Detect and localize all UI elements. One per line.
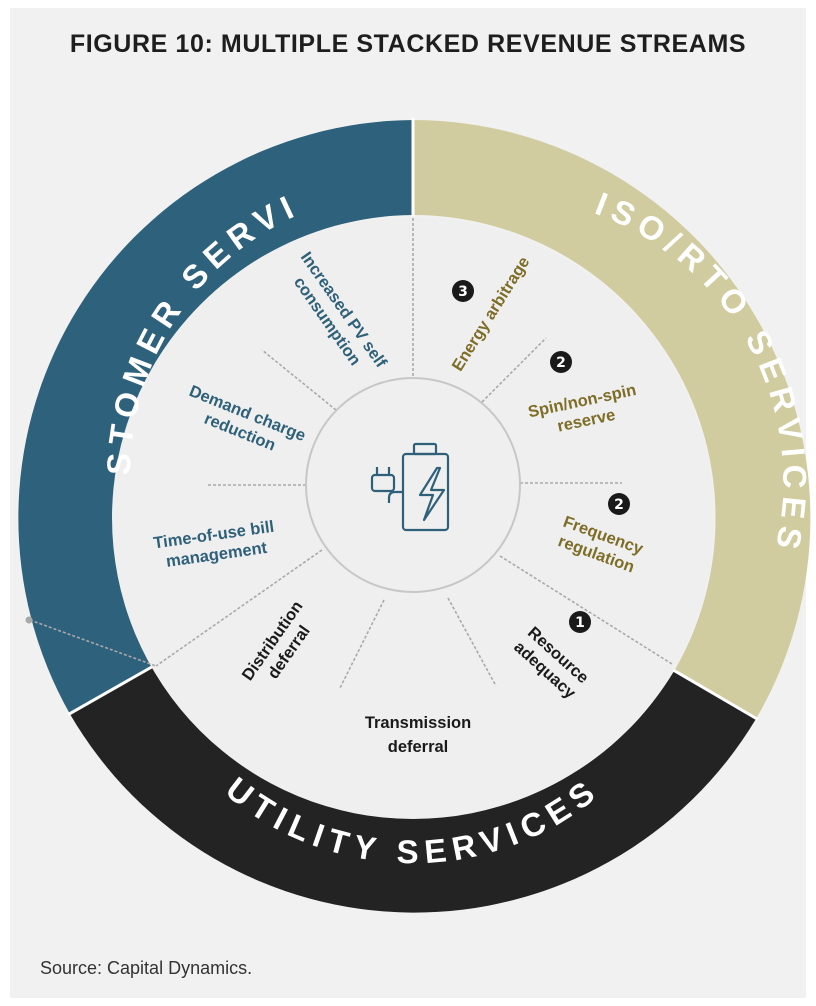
svg-text:2: 2 bbox=[556, 355, 566, 371]
service-transmission-deferral: Transmission deferral bbox=[365, 714, 471, 756]
divider-end-dot bbox=[25, 616, 33, 624]
badge-frequency-regulation: 2 bbox=[608, 493, 630, 515]
center-circle bbox=[305, 377, 521, 593]
svg-text:1: 1 bbox=[575, 615, 585, 631]
svg-text:2: 2 bbox=[614, 497, 624, 513]
svg-text:3: 3 bbox=[458, 284, 468, 300]
badge-energy-arbitrage: 3 bbox=[452, 280, 474, 302]
battery-plug-icon bbox=[370, 442, 450, 532]
ring-segment-utility bbox=[69, 667, 757, 913]
svg-text:deferral: deferral bbox=[388, 738, 449, 756]
ring-segment-iso-rto bbox=[413, 120, 811, 719]
source-note: Source: Capital Dynamics. bbox=[40, 958, 253, 978]
ring-segment-customer bbox=[18, 120, 413, 714]
segment-separators bbox=[67, 118, 759, 721]
badge-resource-adequacy: 1 bbox=[569, 611, 591, 633]
badge-spin-reserve: 2 bbox=[550, 351, 572, 373]
figure-title: FIGURE 10: MULTIPLE STACKED REVENUE STRE… bbox=[69, 30, 747, 58]
svg-text:Transmission: Transmission bbox=[365, 714, 471, 732]
